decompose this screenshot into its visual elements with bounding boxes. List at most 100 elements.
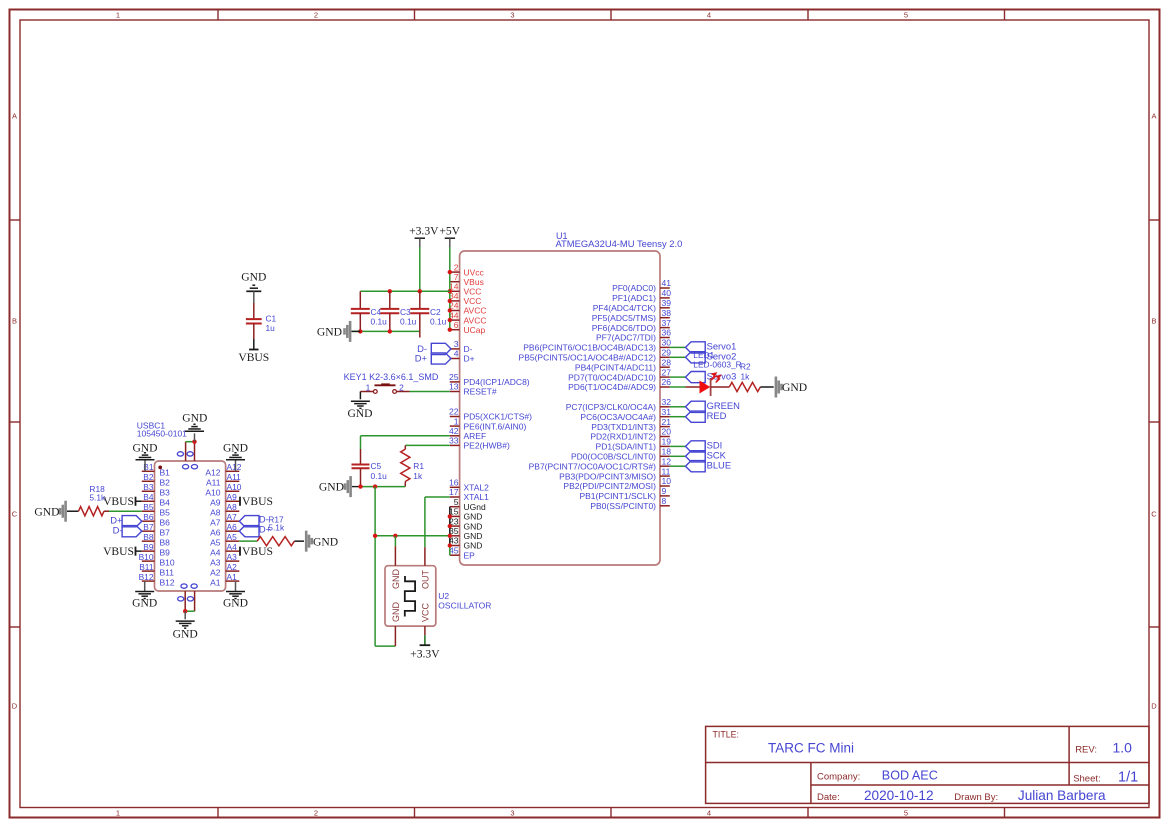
svg-text:5: 5	[904, 11, 908, 20]
svg-text:2: 2	[314, 11, 318, 20]
svg-text:PB7(PCINT7/OC0A/OC1C/RTS#): PB7(PCINT7/OC0A/OC1C/RTS#)	[529, 461, 657, 471]
svg-text:PD5(XCK1/CTS#): PD5(XCK1/CTS#)	[464, 412, 533, 422]
svg-text:40: 40	[662, 288, 672, 298]
svg-text:25: 25	[449, 372, 459, 382]
svg-text:VCC: VCC	[420, 602, 430, 622]
svg-text:GND: GND	[241, 270, 266, 283]
svg-text:XTAL1: XTAL1	[464, 492, 490, 502]
svg-text:BLUE: BLUE	[707, 459, 732, 470]
svg-text:A7: A7	[210, 517, 221, 527]
svg-text:A8: A8	[210, 507, 221, 517]
svg-text:D+: D+	[464, 354, 475, 364]
svg-text:VCC: VCC	[464, 296, 482, 306]
svg-text:1: 1	[454, 416, 459, 426]
svg-text:GND: GND	[319, 481, 344, 494]
svg-text:B5: B5	[143, 502, 154, 512]
svg-text:PB3(PDO/PCINT3/MISO): PB3(PDO/PCINT3/MISO)	[559, 471, 656, 481]
svg-text:44: 44	[449, 310, 459, 320]
svg-text:GND: GND	[132, 441, 157, 454]
svg-text:3: 3	[454, 339, 459, 349]
svg-text:A12: A12	[205, 468, 220, 478]
svg-text:B10: B10	[160, 557, 175, 567]
svg-text:5.1k: 5.1k	[268, 523, 285, 533]
svg-text:31: 31	[662, 407, 672, 417]
svg-text:A10: A10	[205, 487, 220, 497]
svg-text:B8: B8	[160, 537, 171, 547]
svg-text:22: 22	[449, 407, 459, 417]
svg-text:7: 7	[454, 272, 459, 282]
svg-text:UVcc: UVcc	[464, 267, 485, 277]
svg-text:B12: B12	[160, 577, 175, 587]
svg-text:PC6(OC3A/OC4A#): PC6(OC3A/OC4A#)	[580, 412, 656, 422]
svg-text:PF6(ADC6/TDO): PF6(ADC6/TDO)	[592, 323, 656, 333]
svg-text:D-: D-	[464, 344, 473, 354]
svg-text:GND: GND	[223, 596, 248, 609]
svg-text:GND: GND	[132, 596, 157, 609]
svg-text:GND: GND	[347, 407, 372, 420]
svg-text:Company:: Company:	[817, 772, 860, 783]
svg-text:1: 1	[366, 382, 371, 392]
svg-text:R1: R1	[413, 461, 424, 471]
svg-text:11: 11	[662, 466, 671, 476]
svg-text:A9: A9	[227, 492, 238, 502]
svg-text:GREEN: GREEN	[707, 400, 740, 411]
svg-text:AVCC: AVCC	[464, 306, 487, 316]
svg-text:A3: A3	[210, 557, 221, 567]
svg-text:B2: B2	[143, 472, 154, 482]
svg-text:A5: A5	[227, 532, 238, 542]
svg-text:D+: D+	[259, 524, 272, 535]
svg-text:2: 2	[399, 382, 404, 392]
svg-text:C: C	[12, 510, 18, 519]
svg-text:4: 4	[454, 349, 459, 359]
svg-text:2020-10-12: 2020-10-12	[864, 788, 934, 803]
svg-text:LED-0603_R: LED-0603_R	[693, 360, 741, 370]
svg-text:KEY1 K2-3.6×6.1_SMD: KEY1 K2-3.6×6.1_SMD	[344, 372, 439, 382]
svg-text:A11: A11	[206, 477, 221, 487]
svg-text:34: 34	[449, 291, 459, 301]
svg-text:VBUS: VBUS	[103, 545, 134, 558]
svg-text:REV:: REV:	[1075, 745, 1097, 756]
svg-text:B9: B9	[143, 542, 154, 552]
svg-text:C3: C3	[400, 307, 411, 317]
svg-text:UCap: UCap	[464, 325, 486, 335]
svg-text:C: C	[1151, 510, 1157, 519]
svg-text:D: D	[12, 702, 18, 711]
svg-text:35: 35	[449, 526, 459, 536]
svg-text:D+: D+	[110, 515, 123, 526]
svg-text:B11: B11	[139, 562, 154, 572]
svg-text:GND: GND	[464, 521, 483, 531]
svg-text:B6: B6	[160, 517, 171, 527]
svg-text:B: B	[1151, 317, 1156, 326]
svg-text:B12: B12	[139, 572, 154, 582]
svg-text:PD2(RXD1/INT2): PD2(RXD1/INT2)	[590, 432, 656, 442]
svg-text:1.0: 1.0	[1113, 740, 1133, 756]
svg-text:A11: A11	[227, 472, 242, 482]
svg-text:B7: B7	[160, 527, 171, 537]
svg-text:D: D	[1151, 702, 1157, 711]
svg-text:R2: R2	[740, 361, 751, 371]
svg-text:A1: A1	[227, 572, 238, 582]
svg-text:0.1u: 0.1u	[430, 317, 447, 327]
svg-text:PB2(PDI/PCINT2/MOSI): PB2(PDI/PCINT2/MOSI)	[563, 481, 656, 491]
svg-text:A12: A12	[227, 462, 242, 472]
svg-text:GND: GND	[313, 535, 338, 548]
svg-text:PD7(T0/OC4D/ADC10): PD7(T0/OC4D/ADC10)	[568, 372, 656, 382]
svg-text:RESET#: RESET#	[464, 387, 497, 397]
svg-text:+5V: +5V	[439, 225, 460, 238]
svg-text:1k: 1k	[741, 371, 751, 381]
svg-text:B3: B3	[160, 487, 171, 497]
svg-text:1: 1	[116, 809, 120, 818]
svg-text:3: 3	[510, 11, 514, 20]
svg-text:1: 1	[116, 11, 120, 20]
svg-text:B3: B3	[143, 482, 154, 492]
svg-text:GND: GND	[182, 412, 207, 425]
svg-text:R18: R18	[89, 484, 105, 494]
svg-text:43: 43	[449, 536, 459, 546]
svg-text:BOD AEC: BOD AEC	[882, 769, 938, 783]
svg-text:U2: U2	[438, 591, 449, 601]
svg-text:A4: A4	[210, 547, 221, 557]
svg-text:GND: GND	[464, 531, 483, 541]
svg-text:A3: A3	[227, 552, 238, 562]
svg-text:2: 2	[454, 262, 459, 272]
svg-text:5.1k: 5.1k	[89, 492, 106, 502]
